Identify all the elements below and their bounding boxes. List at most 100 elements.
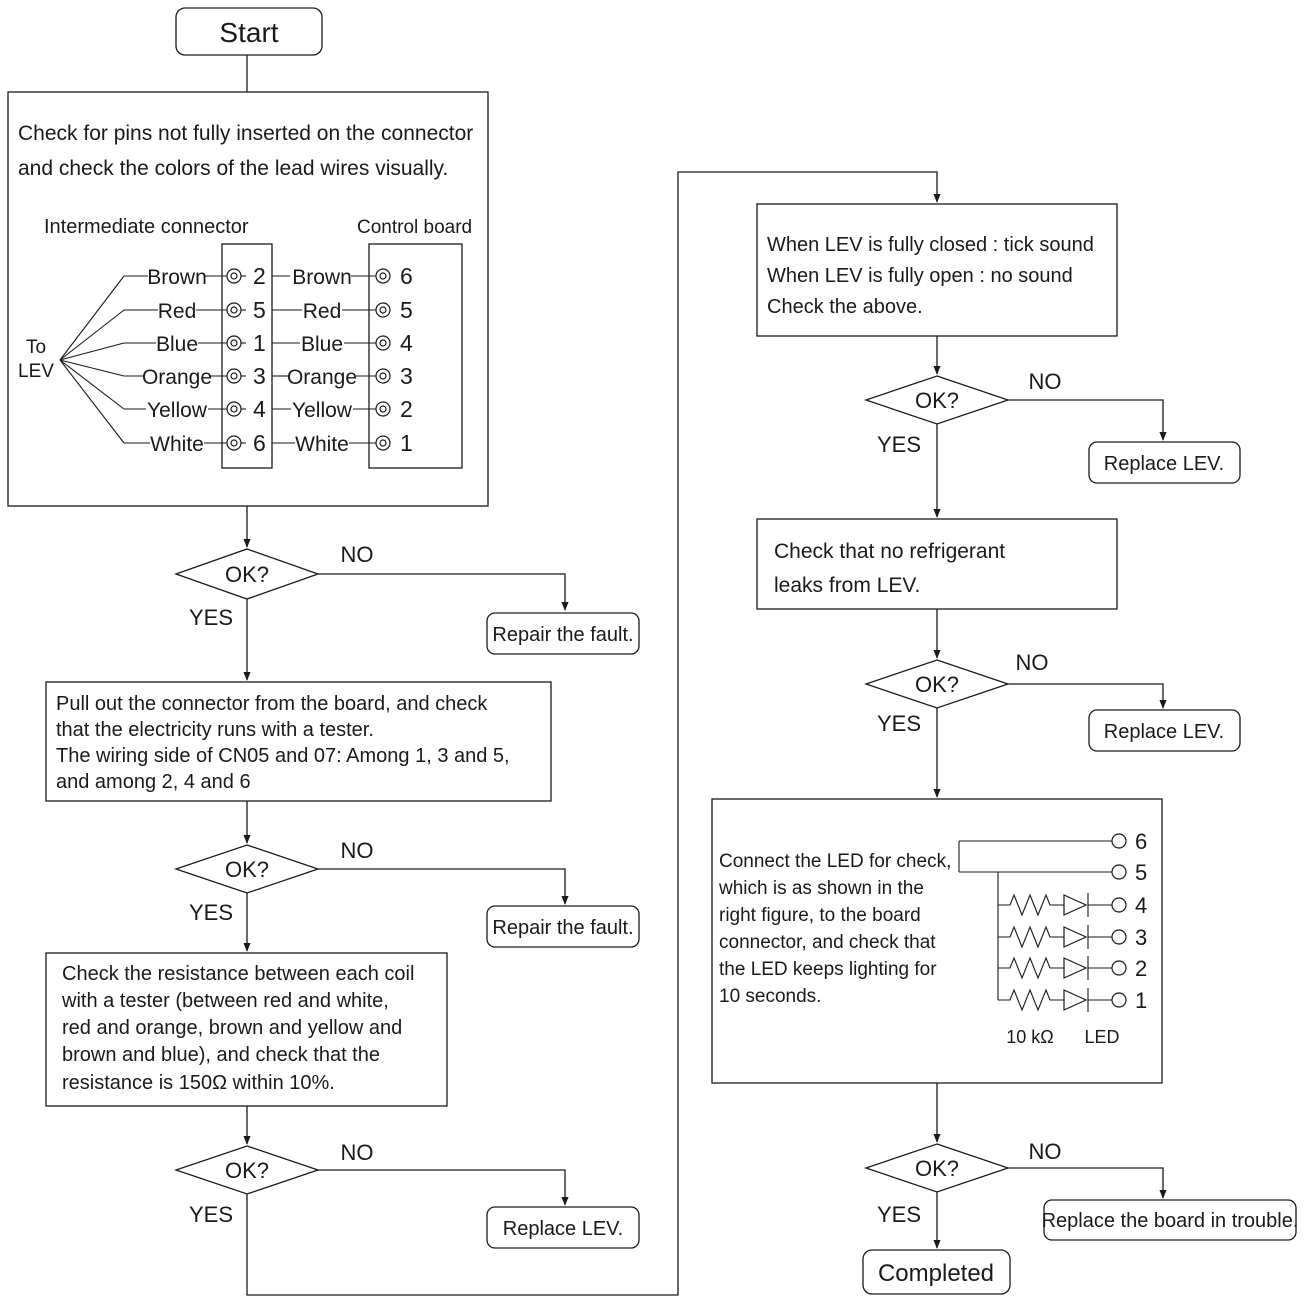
wire-right-label: Brown [292, 266, 352, 289]
step3-line4: brown and blue), and check that the [62, 1044, 380, 1066]
step-led-check [711, 798, 1163, 1084]
step6-line3: right figure, to the board [719, 905, 921, 926]
completed-terminal [862, 1249, 1011, 1295]
step4-line2: When LEV is fully open : no sound [767, 265, 1073, 287]
intermediate-pin-number: 3 [253, 363, 266, 389]
no-label: NO [1016, 650, 1049, 675]
no-arrow [1008, 399, 1167, 441]
completed-label: Completed [878, 1260, 994, 1287]
step4-line3: Check the above. [767, 296, 923, 318]
step6-line5: the LED keeps lighting for [719, 959, 937, 980]
step-continuity-check [45, 681, 552, 802]
replace-board-label: Replace the board in trouble. [1042, 1210, 1299, 1232]
step3-line1: Check the resistance between each coil [62, 963, 414, 985]
step-sound-check [756, 203, 1118, 337]
intermediate-pin-number: 2 [253, 263, 266, 289]
led-pin-label: 5 [1135, 860, 1147, 885]
no-arrow [318, 868, 569, 905]
column-connector-arrow [246, 171, 941, 1296]
led-check-circuit: 6 5 4 3 [958, 829, 1147, 1047]
board-pin-number: 6 [400, 263, 413, 289]
led-pin-label: 6 [1135, 829, 1147, 854]
no-arrow [318, 1169, 569, 1206]
wire-right-label: Orange [287, 366, 357, 389]
yes-label: YES [189, 900, 233, 925]
step3-line5: resistance is 150Ω within 10%. [62, 1072, 335, 1094]
board-pin-number: 4 [400, 330, 413, 356]
step2-line4: and among 2, 4 and 6 [56, 771, 251, 793]
step-leak-check [756, 518, 1118, 610]
wire-right-label: Yellow [292, 399, 353, 422]
step3-line3: red and orange, brown and yellow and [62, 1017, 402, 1039]
step3-line2: with a tester (between red and white, [61, 990, 389, 1012]
wire-left-label: Brown [147, 266, 207, 289]
yes-label: YES [877, 711, 921, 736]
wire-right-label: White [295, 433, 349, 456]
step6-line6: 10 seconds. [719, 986, 821, 1007]
control-board-title: Control board [357, 217, 472, 238]
intermediate-pin-number: 5 [253, 297, 266, 323]
step5-line1: Check that no refrigerant [774, 540, 1005, 563]
board-pin-number: 1 [400, 430, 413, 456]
repair-fault-box-1 [486, 612, 640, 655]
replace-lev-box-2 [1088, 441, 1241, 484]
decision-ok-label: OK? [915, 388, 959, 413]
decision-ok-label: OK? [225, 562, 269, 587]
yes-label: YES [877, 1202, 921, 1227]
led-branch-4: 4 [998, 893, 1147, 918]
wire-row-red: Red 5 Red 5 [124, 297, 413, 323]
wire-left-label: Red [158, 300, 197, 323]
yes-label: YES [877, 432, 921, 457]
no-label: NO [341, 838, 374, 863]
repair-fault-label: Repair the fault. [492, 917, 633, 939]
no-label: NO [341, 1140, 374, 1165]
no-arrow [1008, 1167, 1167, 1199]
led-pin-label: 2 [1135, 956, 1147, 981]
wire-row-orange: Orange 3 Orange 3 [124, 363, 413, 389]
board-pin-number: 3 [400, 363, 413, 389]
led-pin-label: 4 [1135, 893, 1147, 918]
replace-board-box [1043, 1199, 1297, 1241]
wire-right-label: Blue [301, 333, 343, 356]
decision-ok-label: OK? [915, 1156, 959, 1181]
wire-row-blue: Blue 1 Blue 4 [124, 330, 413, 356]
intermediate-connector-title: Intermediate connector [44, 216, 249, 238]
step6-line4: connector, and check that [719, 932, 936, 953]
intermediate-pin-number: 4 [253, 396, 266, 422]
step1-line1: Check for pins not fully inserted on the… [18, 122, 473, 145]
to-lev-label-2: LEV [18, 361, 54, 382]
step2-line3: The wiring side of CN05 and 07: Among 1,… [56, 745, 510, 767]
step6-line1: Connect the LED for check, [719, 851, 951, 872]
start-terminal [175, 7, 323, 56]
decision-ok-label: OK? [225, 857, 269, 882]
wire-row-yellow: Yellow 4 Yellow 2 [124, 396, 413, 422]
replace-lev-label: Replace LEV. [1104, 721, 1224, 743]
replace-lev-label: Replace LEV. [503, 1218, 623, 1240]
intermediate-pin-number: 6 [253, 430, 266, 456]
wire-left-label: Blue [156, 333, 198, 356]
wire-right-label: Red [303, 300, 342, 323]
step6-line2: which is as shown in the [718, 878, 924, 899]
step2-line1: Pull out the connector from the board, a… [56, 693, 488, 715]
wire-left-label: Orange [142, 366, 212, 389]
wire-left-label: White [150, 433, 204, 456]
led-branch-2: 2 [998, 956, 1147, 981]
led-pin-label: 3 [1135, 925, 1147, 950]
step1-line2: and check the colors of the lead wires v… [18, 157, 448, 180]
decision-ok-label: OK? [225, 1158, 269, 1183]
lev-fan-lines [59, 275, 125, 444]
step-resistance-check [45, 952, 448, 1107]
no-arrow [1008, 683, 1167, 709]
no-label: NO [341, 542, 374, 567]
resistor-label: 10 kΩ [1006, 1027, 1053, 1047]
led-label: LED [1084, 1027, 1119, 1047]
wire-row-white: White 6 White 1 [124, 430, 413, 456]
repair-fault-box-2 [486, 905, 640, 948]
repair-fault-label: Repair the fault. [492, 624, 633, 646]
start-label: Start [219, 17, 278, 48]
intermediate-pin-number: 1 [253, 330, 266, 356]
replace-lev-box-3 [1088, 709, 1241, 752]
no-arrow [318, 573, 569, 611]
